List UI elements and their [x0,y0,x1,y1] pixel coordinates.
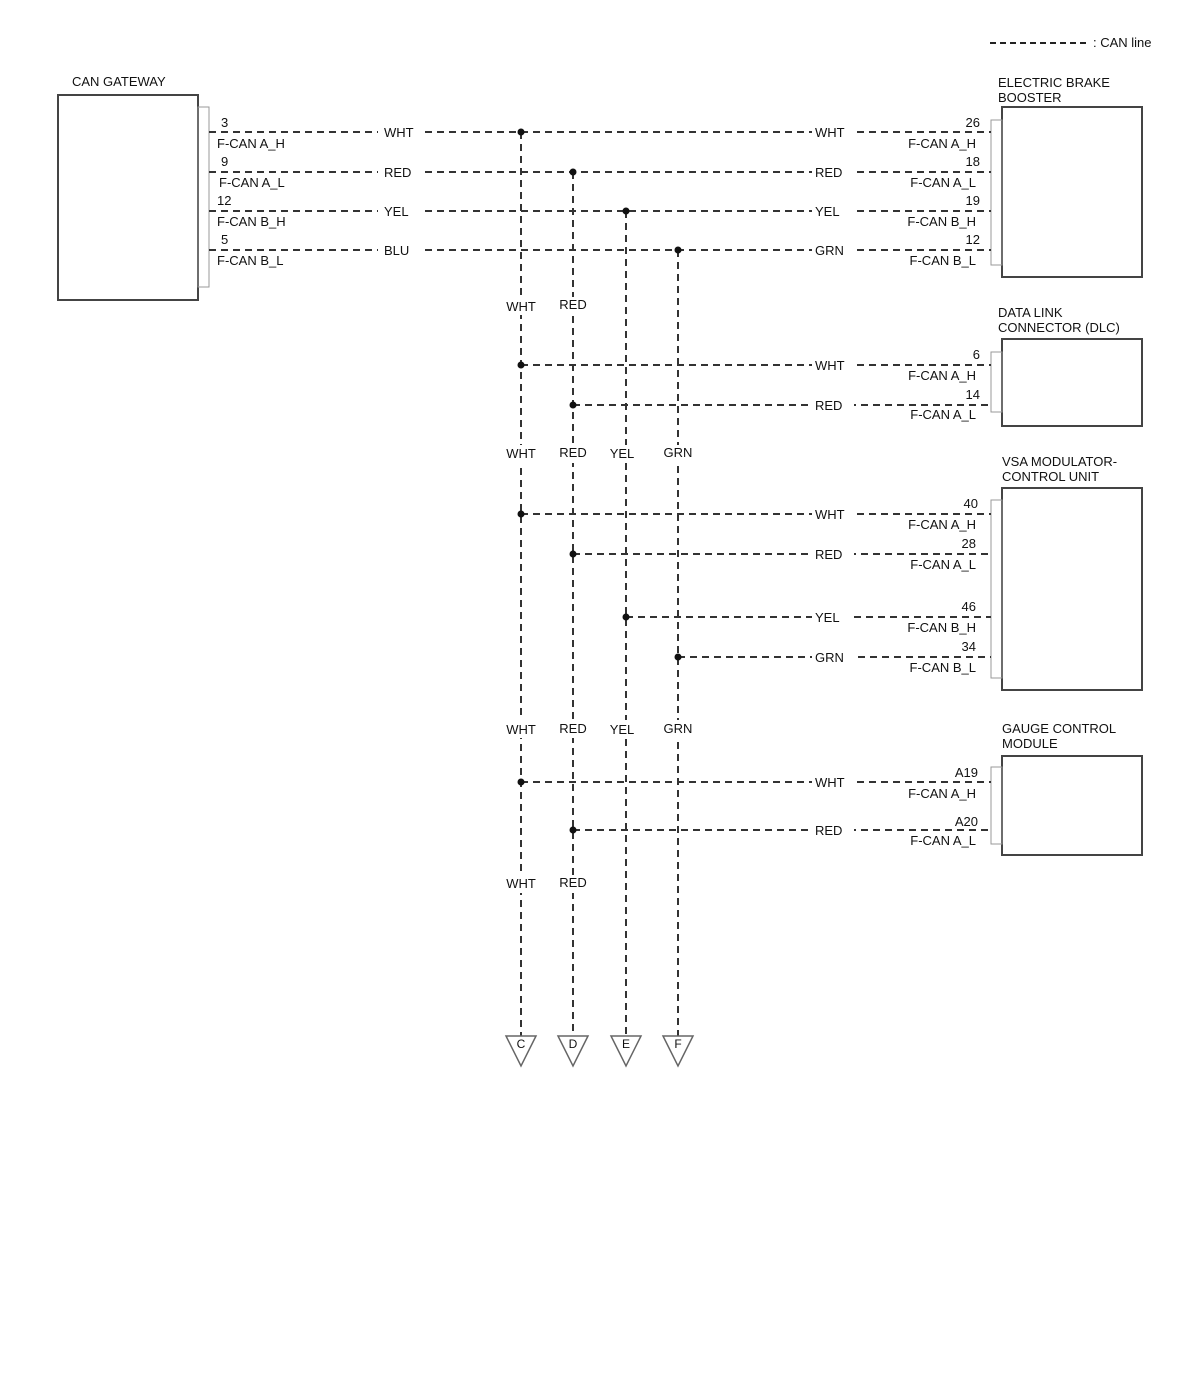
bus-labels: WHT RED WHT RED YEL GRN WHT RED YEL GRN … [506,297,692,891]
pin-number: 26 [966,115,980,130]
svg-text:D: D [569,1037,578,1051]
bus-label: RED [559,445,586,460]
wire-color-label: BLU [384,243,409,258]
wire-color-label: YEL [384,204,409,219]
wire-color-label: WHT [815,125,845,140]
wire-color-label: GRN [815,243,844,258]
bus-label: RED [559,721,586,736]
ebb-pins: 26 F-CAN A_H 18 F-CAN A_L 19 F-CAN B_H 1… [815,115,980,268]
pin-number: 14 [966,387,980,402]
wire-color-label: RED [815,165,842,180]
module-can-gateway: CAN GATEWAY [57,74,210,301]
bus-label: RED [559,297,586,312]
wire-color-label: WHT [815,775,845,790]
pin-number: 28 [962,536,976,551]
pin-signal: F-CAN A_L [910,833,976,848]
splice-points [517,128,682,834]
ebb-title-line2: BOOSTER [998,90,1062,105]
wire-color-label: GRN [815,650,844,665]
wire-color-label: RED [384,165,411,180]
bus-label: WHT [506,722,536,737]
wires [209,131,991,1036]
connector-d: D [556,1035,590,1068]
pin-number: 5 [221,232,228,247]
pin-signal: F-CAN A_L [910,175,976,190]
wire-color-label: RED [815,398,842,413]
pin-signal: F-CAN B_H [907,214,976,229]
label-gaps [378,124,854,893]
pin-signal: F-CAN B_L [910,660,976,675]
pin-number: 18 [966,154,980,169]
svg-text:E: E [622,1037,630,1051]
pin-signal: F-CAN A_L [910,557,976,572]
bus-label: GRN [664,445,693,460]
pin-signal: F-CAN B_L [217,253,283,268]
pin-number: 12 [966,232,980,247]
pin-signal: F-CAN A_L [910,407,976,422]
module-electric-brake-booster: ELECTRIC BRAKE BOOSTER [990,75,1143,278]
wire-color-label: WHT [815,507,845,522]
ebb-title-line1: ELECTRIC BRAKE [998,75,1110,90]
pin-signal: F-CAN A_H [217,136,285,151]
pin-signal: F-CAN A_H [908,368,976,383]
legend: : CAN line [990,35,1152,50]
connector-c: C [504,1035,538,1068]
module-vsa-modulator: VSA MODULATOR- CONTROL UNIT [990,454,1143,691]
pin-number: 34 [962,639,976,654]
svg-text:C: C [517,1037,526,1051]
svg-text:F: F [674,1037,681,1051]
bus-label: YEL [610,446,635,461]
wire-color-label: YEL [815,610,840,625]
wire-color-label: RED [815,823,842,838]
pin-signal: F-CAN A_H [908,517,976,532]
bus-label: GRN [664,721,693,736]
pin-number: 46 [962,599,976,614]
wire-color-label: WHT [384,125,414,140]
pin-signal: F-CAN A_H [908,786,976,801]
pin-signal: F-CAN B_H [217,214,286,229]
bus-label: WHT [506,299,536,314]
module-gauge-control: GAUGE CONTROL MODULE [990,721,1143,856]
gauge-title-line2: MODULE [1002,736,1058,751]
pin-number: 9 [221,154,228,169]
dlc-pins: 6 F-CAN A_H 14 F-CAN A_L WHT RED [815,347,980,422]
bus-label: WHT [506,446,536,461]
connector-e: E [609,1035,643,1068]
pin-number: 19 [966,193,980,208]
legend-label: : CAN line [1093,35,1152,50]
gateway-title: CAN GATEWAY [72,74,166,89]
gauge-title-line1: GAUGE CONTROL [1002,721,1116,736]
pin-signal: F-CAN B_H [907,620,976,635]
vsa-title-line1: VSA MODULATOR- [1002,454,1117,469]
pin-number: 12 [217,193,231,208]
connector-f: F [661,1035,695,1068]
pin-number: 40 [964,496,978,511]
dlc-title-line1: DATA LINK [998,305,1063,320]
dlc-title-line2: CONNECTOR (DLC) [998,320,1120,335]
bus-label: YEL [610,722,635,737]
pin-number: 6 [973,347,980,362]
gauge-pins: A19 F-CAN A_H A20 F-CAN A_L WHT RED [815,765,978,848]
module-data-link-connector: DATA LINK CONNECTOR (DLC) [990,305,1143,427]
bus-label: RED [559,875,586,890]
pin-signal: F-CAN A_H [908,136,976,151]
pin-number: A19 [955,765,978,780]
vsa-title-line2: CONTROL UNIT [1002,469,1099,484]
wire-color-label: YEL [815,204,840,219]
wire-color-label: WHT [815,358,845,373]
gateway-pins: 3 F-CAN A_H 9 F-CAN A_L 12 F-CAN B_H 5 F… [217,115,414,268]
wire-color-label: RED [815,547,842,562]
pin-signal: F-CAN B_L [910,253,976,268]
vsa-pins: 40 F-CAN A_H 28 F-CAN A_L 46 F-CAN B_H 3… [815,496,978,675]
pin-number: A20 [955,814,978,829]
bus-label: WHT [506,876,536,891]
connector-terminals: C D E F [504,1035,695,1068]
pin-number: 3 [221,115,228,130]
pin-signal: F-CAN A_L [219,175,285,190]
